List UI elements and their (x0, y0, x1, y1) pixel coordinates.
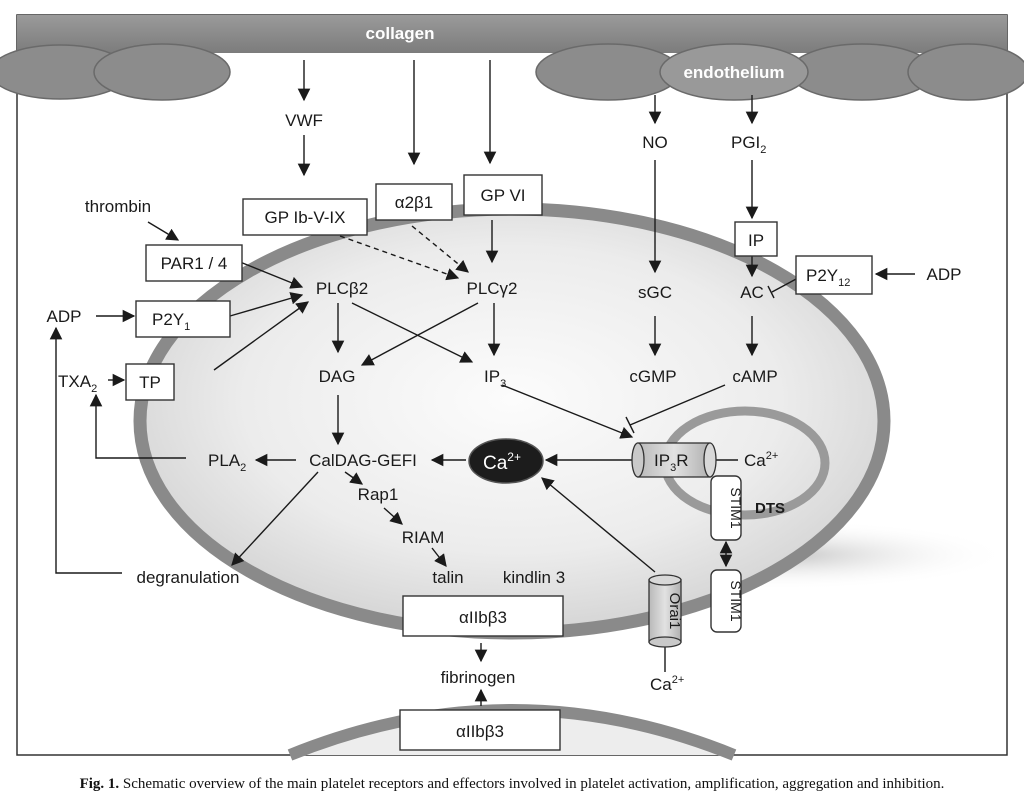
integrin-bottom-label: αIIbβ3 (456, 722, 504, 741)
ip3r-label: IP3R (654, 451, 688, 474)
p2y1-box (135, 300, 231, 338)
no-label: NO (642, 133, 668, 152)
adp-left-label: ADP (47, 307, 82, 326)
camp-label: cAMP (732, 367, 777, 386)
adp-right-label: ADP (927, 265, 962, 284)
vwf-label: VWF (285, 111, 323, 130)
a2b1-label: α2β1 (395, 193, 434, 212)
gp-vi-box (463, 174, 543, 216)
sgc-label: sGC (638, 283, 672, 302)
txa2-label: TXA2 (58, 372, 97, 395)
ca-out-label: Ca2+ (650, 674, 684, 694)
calcium-ion-core (468, 438, 544, 484)
stim1-bottom-box (710, 569, 742, 633)
rap1-label: Rap1 (358, 485, 399, 504)
degranulation-label: degranulation (136, 568, 239, 587)
caption-label: Fig. 1. (79, 776, 120, 792)
orai1-channel (648, 574, 682, 648)
ca-dts-label: Ca2+ (744, 450, 778, 470)
gp-vi-label: GP VI (480, 186, 525, 205)
thrombin-label: thrombin (85, 197, 151, 216)
tp-box (125, 363, 175, 401)
gp-ib-v-ix-label: GP Ib-V-IX (265, 208, 346, 227)
plcg2-label: PLCγ2 (466, 279, 517, 298)
p2y12-label: P2Y12 (806, 266, 850, 289)
dag-label: DAG (319, 367, 356, 386)
tp-label: TP (139, 373, 161, 392)
p2y12-box (795, 255, 873, 295)
plcb2-label: PLCβ2 (316, 279, 368, 298)
p2y1-label: P2Y1 (152, 310, 190, 333)
pla2-label: PLA2 (208, 451, 246, 474)
ip3r-channel (631, 442, 717, 478)
collagen-label: collagen (366, 24, 435, 43)
talin-label: talin (432, 568, 463, 587)
caption-text: Schematic overview of the main platelet … (119, 776, 945, 792)
dts-label: DTS (755, 500, 785, 517)
integrin-top-box (402, 595, 564, 637)
ac-label: AC (740, 283, 764, 302)
collagen-cell (93, 43, 231, 101)
a2b1-box (375, 183, 453, 221)
ip3-label: IP3 (484, 367, 506, 390)
fibrinogen-label: fibrinogen (441, 668, 516, 687)
stim1-top-box (710, 475, 742, 541)
integrin-top-label: αIIbβ3 (459, 608, 507, 627)
par-box (145, 244, 243, 282)
endothelium-label: endothelium (683, 63, 784, 82)
integrin-bottom-box (399, 709, 561, 751)
stim1-bottom-label: STIM1 (728, 580, 744, 621)
par-label: PAR1 / 4 (161, 254, 228, 273)
gp-ib-v-ix-box (242, 198, 368, 236)
ip-receptor-label: IP (748, 231, 764, 250)
endothelial-cell (907, 43, 1024, 101)
cgmp-label: cGMP (629, 367, 676, 386)
ip-box (734, 221, 778, 257)
calcium-core-label: Ca2+ (483, 450, 521, 474)
endothelial-cell (535, 43, 681, 101)
riam-label: RIAM (402, 528, 445, 547)
kindlin-label: kindlin 3 (503, 568, 565, 587)
pgi2-label: PGI2 (731, 133, 766, 156)
endothelial-cell (659, 43, 809, 101)
stim1-top-label: STIM1 (728, 487, 744, 528)
orai1-label: Orai1 (666, 593, 683, 630)
figure-caption: Fig. 1. Schematic overview of the main p… (0, 776, 1024, 793)
caldag-gefi-label: CalDAG-GEFI (309, 451, 417, 470)
